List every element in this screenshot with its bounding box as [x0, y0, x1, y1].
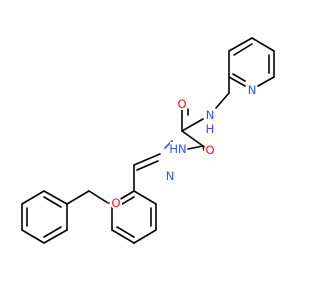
- benzyl-phenyl-ring: [21, 190, 68, 244]
- bond: [21, 229, 45, 244]
- molecule-drawing: O O O N N H N HN: [21, 37, 275, 244]
- bond: [228, 37, 253, 52]
- atom-o-amide-upper: O: [176, 97, 188, 111]
- bond: [43, 226, 62, 238]
- atom-o-amide-lower-label: O: [205, 143, 214, 157]
- atom-n-pyridine: N: [246, 83, 258, 97]
- bond: [111, 229, 135, 244]
- bond: [181, 130, 204, 147]
- bond: [187, 145, 204, 150]
- atom-n-pyridine-label: N: [248, 83, 257, 97]
- central-benzene-ring: [111, 190, 157, 244]
- atom-n-amide: N H: [204, 108, 216, 136]
- atom-nh-hydrazide: HN: [169, 142, 187, 156]
- bond: [257, 76, 275, 87]
- atom-nh-hydrazide-label: HN: [169, 142, 186, 156]
- bond: [136, 160, 159, 171]
- bond: [66, 190, 90, 205]
- bond: [21, 190, 45, 205]
- bond: [88, 190, 109, 204]
- bond: [181, 118, 204, 132]
- bond: [133, 229, 157, 244]
- atom-o-ether: O: [110, 196, 122, 210]
- atom-h-amide-label: H: [206, 122, 215, 136]
- bond: [215, 92, 230, 109]
- bond: [43, 229, 68, 244]
- atom-o-amide-upper-label: O: [177, 97, 186, 111]
- bond: [133, 153, 161, 166]
- bond: [116, 226, 135, 238]
- bond: [133, 190, 157, 205]
- bond: [251, 37, 275, 52]
- atom-n-amide-label: N: [206, 108, 215, 122]
- pyridine-ring: [228, 37, 275, 87]
- atom-n-imine: N: [164, 169, 176, 183]
- bond: [43, 196, 62, 208]
- bond: [233, 43, 253, 56]
- atom-o-ether-label: O: [111, 196, 120, 210]
- bond: [43, 190, 68, 205]
- atom-n-imine-label: N: [166, 169, 175, 183]
- structure-diagram: O O O N N H N HN: [21, 37, 275, 244]
- bond: [232, 73, 246, 82]
- atom-o-amide-lower: O: [204, 143, 216, 157]
- bond: [228, 76, 246, 87]
